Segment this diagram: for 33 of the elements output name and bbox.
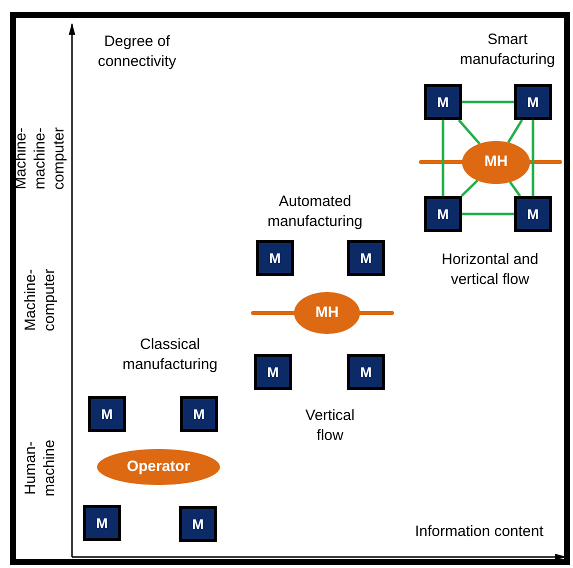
machine-box: M	[424, 84, 462, 120]
machine-box: M	[347, 240, 385, 276]
handling-ellipse: MH	[294, 292, 360, 334]
connector-line	[462, 100, 514, 104]
axis-level-label: Machine- computer	[21, 268, 59, 334]
axis-level-label: Human- machine	[21, 438, 59, 498]
machine-box: M	[179, 506, 217, 542]
text-label: Smart manufacturing	[458, 30, 556, 70]
text-label: Degree of connectivity	[96, 32, 178, 72]
text-label: Vertical flow	[304, 406, 356, 446]
handling-ellipse: MH	[462, 141, 530, 184]
connector-line	[507, 119, 524, 144]
machine-box: M	[88, 396, 126, 432]
machine-box: M	[256, 240, 294, 276]
text-label: Information content	[415, 522, 544, 542]
connector-line	[460, 180, 478, 197]
machine-box: M	[424, 196, 462, 232]
axis-level-label: Machine- machine- computer	[12, 126, 68, 192]
machine-box: M	[180, 396, 218, 432]
connector-line	[509, 181, 522, 197]
connector-line	[532, 120, 534, 196]
machine-box: M	[514, 196, 552, 232]
machine-box: M	[514, 84, 552, 120]
handling-ellipse: Operator	[97, 449, 220, 485]
machine-box: M	[83, 505, 121, 541]
text-label: Automated manufacturing	[266, 192, 364, 232]
machine-box: M	[347, 354, 385, 390]
machine-box: M	[254, 354, 292, 390]
text-label: Horizontal and vertical flow	[440, 250, 540, 290]
connector-line	[458, 119, 480, 145]
connector-line	[442, 120, 444, 196]
connector-line	[462, 212, 514, 216]
text-label: Classical manufacturing	[121, 335, 219, 375]
